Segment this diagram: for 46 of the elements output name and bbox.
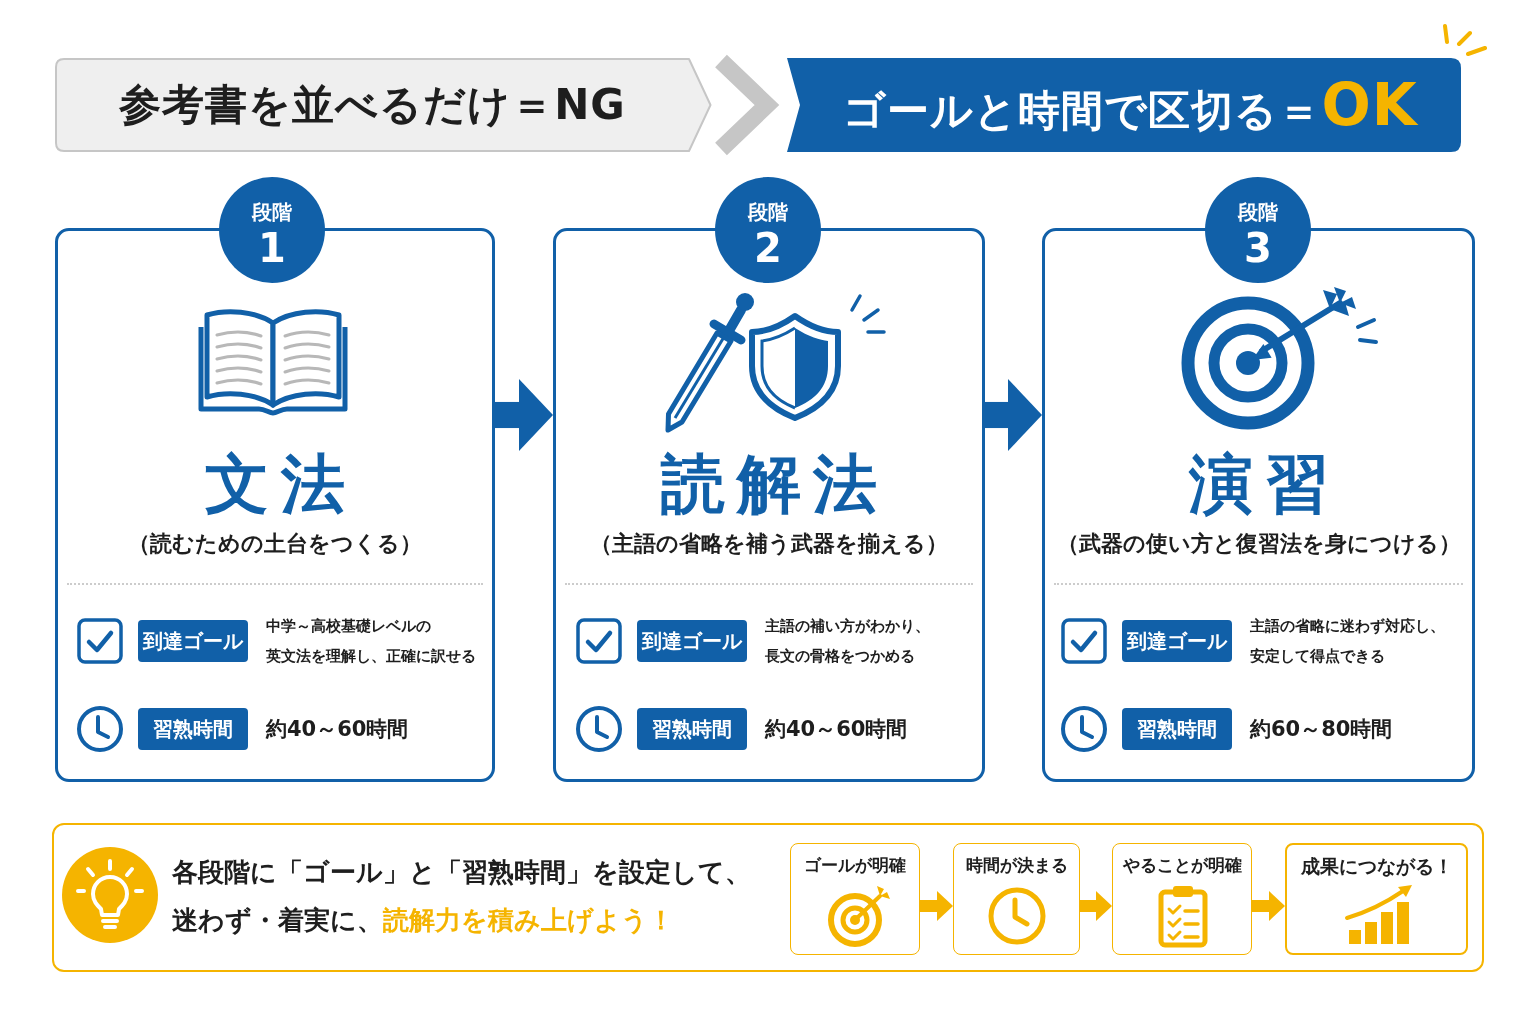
badge-label: 段階 [1238, 200, 1278, 224]
step-box [953, 843, 1080, 955]
card-subtitle: （主語の省略を補う武器を揃える） [590, 530, 948, 558]
label-tag: 習熟時間 [138, 708, 248, 750]
label-tag: 習熟時間 [637, 708, 747, 750]
step-box [1112, 843, 1252, 955]
label-tag: 到達ゴール [637, 620, 747, 662]
badge-label: 段階 [252, 200, 292, 224]
step-label: ゴールが明確 [804, 855, 906, 876]
banner-text: ゴールと時間で区切る＝OK [843, 70, 1418, 141]
label-tag: 習熟時間 [1122, 708, 1232, 750]
time-text: 約60～80時間 [1250, 716, 1393, 742]
card-subtitle: （読むための土台をつくる） [128, 530, 422, 558]
label-tag: 到達ゴール [138, 620, 248, 662]
card-title: 読解法 [659, 450, 889, 518]
tip-text: 各段階に「ゴール」と「習熟時間」を設定して、迷わず・着実に、読解力を積み上げよう！ [172, 856, 752, 937]
arrow [495, 379, 553, 451]
arrow-banner [55, 58, 712, 152]
goal-text: 主語の省略に迷わず対応し、安定して得点できる [1250, 616, 1446, 667]
time-text: 約40～60時間 [765, 716, 908, 742]
label-tag: 到達ゴール [1122, 620, 1232, 662]
step-card [553, 228, 985, 782]
step-label: 成果につながる！ [1300, 855, 1453, 878]
goal-text: 中学～高校基礎レベルの英文法を理解し、正確に訳せる [266, 616, 477, 667]
step-box [790, 843, 920, 955]
goal-text: 主語の補い方がわかり、長文の骨格をつかめる [765, 616, 931, 667]
step-label: 時間が決まる [965, 855, 1068, 876]
card-title: 演習 [1187, 450, 1341, 518]
step-box [1285, 843, 1468, 955]
notched-banner [787, 58, 1461, 152]
badge-label: 段階 [748, 200, 788, 224]
badge-number: 2 [754, 227, 782, 269]
time-text: 約40～60時間 [266, 716, 409, 742]
step-label: やることが明確 [1122, 855, 1242, 876]
step-card [1042, 228, 1475, 782]
badge-number: 3 [1244, 227, 1272, 269]
card-subtitle: （武器の使い方と復習法を身につける） [1056, 530, 1461, 558]
badge-number: 1 [258, 227, 286, 269]
card-title: 文法 [204, 450, 357, 518]
arrow [985, 379, 1042, 451]
step-card [55, 228, 495, 782]
arrow [1252, 891, 1285, 921]
banner-text: 参考書を並べるだけ＝NG [119, 79, 626, 131]
arrow [920, 891, 953, 921]
tip-panel [52, 823, 1484, 972]
arrow [1080, 891, 1112, 921]
